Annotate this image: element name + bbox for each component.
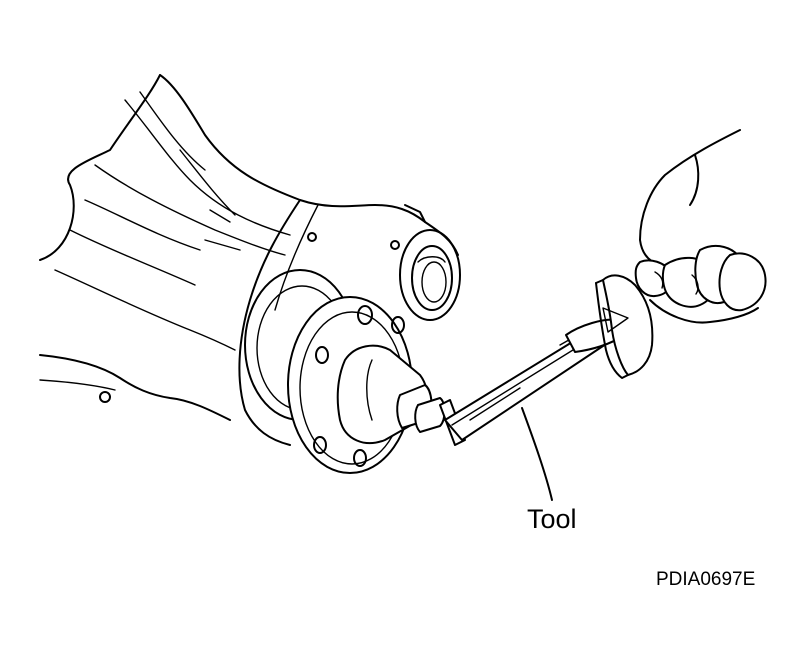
side-bearing-opening: [399, 229, 461, 321]
differential-carrier-housing: [39, 74, 459, 446]
hand: [634, 129, 767, 324]
preload-gauge-tool: [439, 274, 654, 446]
pinion-hub: [336, 344, 446, 445]
tool-label: Tool: [527, 504, 577, 534]
tool-leader-line: [521, 407, 553, 501]
figure-id: PDIA0697E: [656, 569, 755, 590]
